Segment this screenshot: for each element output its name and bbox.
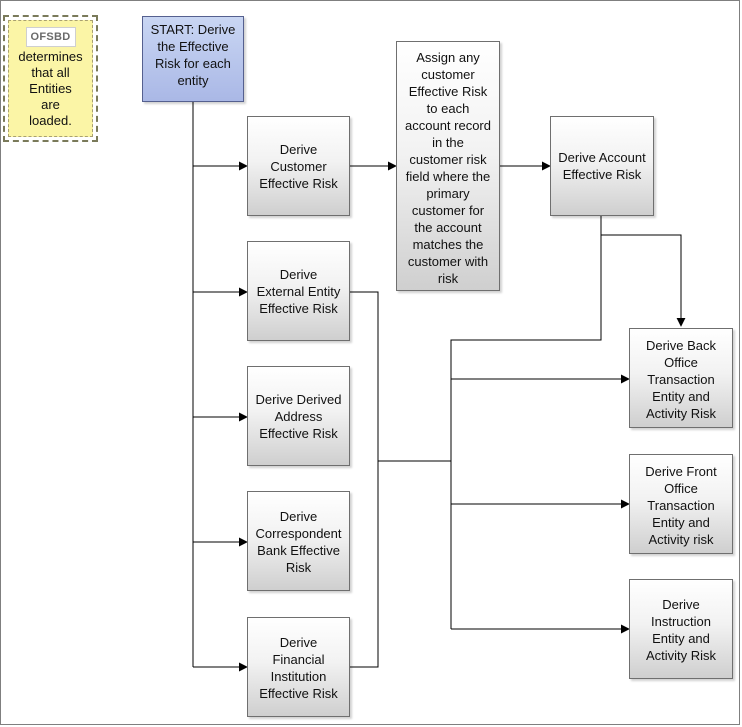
- derive-account-node: Derive Account Effective Risk: [550, 116, 654, 216]
- derive-instruction-node: Derive Instruction Entity and Activity R…: [629, 579, 733, 679]
- arrow-account-to-back-office: [600, 216, 686, 327]
- note-callout: OFSBD determines that all Entities are l…: [3, 15, 98, 142]
- note-badge: OFSBD: [25, 27, 76, 47]
- derive-front-office-node: Derive Front Office Transaction Entity a…: [629, 454, 733, 554]
- derive-financial-institution-label: Derive Financial Institution Effective R…: [259, 635, 338, 701]
- derive-derived-address-node: Derive Derived Address Effective Risk: [247, 366, 350, 466]
- derive-account-label: Derive Account Effective Risk: [558, 150, 646, 182]
- note-body-panel: OFSBD determines that all Entities are l…: [8, 20, 93, 137]
- start-node-label: START: Derive the Effective Risk for eac…: [150, 22, 236, 88]
- external-bus-line: [350, 291, 379, 668]
- assign-customer-risk-label: Assign any customer Effective Risk to ea…: [405, 50, 491, 286]
- derive-customer-node: Derive Customer Effective Risk: [247, 116, 350, 216]
- derive-correspondent-bank-node: Derive Correspondent Bank Effective Risk: [247, 491, 350, 591]
- derive-back-office-node: Derive Back Office Transaction Entity an…: [629, 328, 733, 428]
- derive-external-entity-label: Derive External Entity Effective Risk: [256, 267, 341, 316]
- assign-customer-risk-node: Assign any customer Effective Risk to ea…: [396, 41, 500, 291]
- note-text: determines that all Entities are loaded.: [18, 49, 83, 128]
- derive-derived-address-label: Derive Derived Address Effective Risk: [255, 392, 342, 441]
- derive-front-office-label: Derive Front Office Transaction Entity a…: [645, 464, 717, 547]
- derive-correspondent-bank-label: Derive Correspondent Bank Effective Risk: [255, 509, 342, 575]
- start-node: START: Derive the Effective Risk for eac…: [142, 16, 244, 102]
- derive-back-office-label: Derive Back Office Transaction Entity an…: [645, 338, 717, 421]
- derive-external-entity-node: Derive External Entity Effective Risk: [247, 241, 350, 341]
- derive-instruction-label: Derive Instruction Entity and Activity R…: [645, 597, 717, 663]
- derive-customer-label: Derive Customer Effective Risk: [259, 142, 338, 191]
- derive-financial-institution-node: Derive Financial Institution Effective R…: [247, 617, 350, 717]
